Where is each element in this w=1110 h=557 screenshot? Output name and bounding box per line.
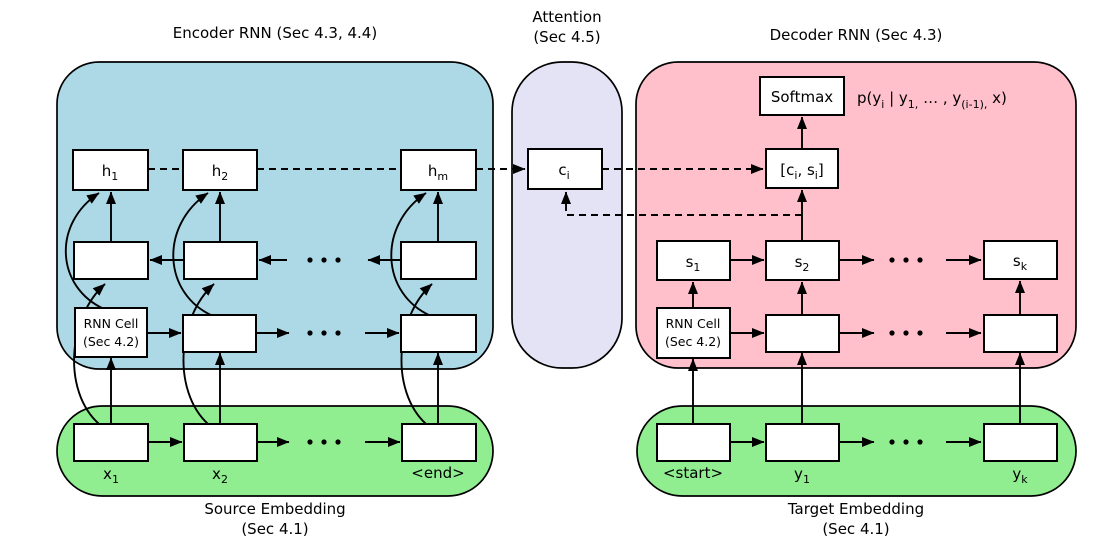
target-embedding-title-line1: Target Embedding — [787, 500, 924, 518]
y1-label: y1 — [794, 465, 810, 486]
probability-formula: p(yi | y1, … , y(i-1), x) — [857, 89, 1007, 111]
target-y1-box — [765, 423, 840, 462]
hm-label: hm — [428, 162, 448, 183]
encoder-forwardm-box — [400, 314, 477, 353]
encoder-backward1-box — [73, 241, 149, 280]
source-embedding-title-line1: Source Embedding — [204, 500, 345, 518]
decoder-region — [635, 61, 1077, 369]
encoder-h1-box — [72, 149, 149, 191]
dot — [889, 257, 895, 263]
dot — [903, 257, 909, 263]
target-embedding-title-line2: (Sec 4.1) — [822, 520, 889, 538]
dot — [917, 330, 923, 336]
source-embedding-region — [56, 405, 494, 497]
decoder-rnn-cell-label-line2: (Sec 4.2) — [665, 334, 721, 349]
decoder-s1-box — [656, 240, 731, 281]
concat-label: [ci, si] — [780, 161, 823, 182]
dash-s2-to-ci-feedback — [561, 191, 802, 216]
dot — [917, 257, 923, 263]
start-token-label: <start> — [663, 464, 723, 482]
h1-label: h1 — [102, 162, 119, 183]
dot — [335, 257, 341, 263]
arc-x2-to-backward2 — [182, 283, 215, 425]
horizontal-arrows — [147, 255, 982, 447]
softmax-label: Softmax — [771, 88, 833, 106]
target-embedding-region — [636, 405, 1077, 497]
decoder-softmax-box — [759, 76, 845, 116]
yk-label: yk — [1012, 465, 1028, 486]
encoder-backwardm-box — [400, 241, 477, 280]
encoder-h2-box — [182, 149, 258, 191]
decoder-rnn-cell-box — [656, 307, 731, 359]
source-end-box — [401, 423, 477, 462]
encoder-region — [56, 61, 494, 370]
decoder-title: Decoder RNN (Sec 4.3) — [770, 26, 943, 44]
ellipsis-dots — [307, 257, 923, 445]
source-embedding-title-line2: (Sec 4.1) — [241, 520, 308, 538]
dot — [307, 330, 313, 336]
encoder-rnn-cell-box — [74, 307, 148, 358]
x1-label: x1 — [103, 465, 119, 486]
s1-label: s1 — [686, 253, 701, 274]
dot — [307, 257, 313, 263]
dot — [889, 330, 895, 336]
encoder-rnn-cell-label-line1: RNN Cell — [84, 316, 139, 331]
attention-ci-box — [527, 148, 603, 190]
s2-label: s2 — [795, 253, 810, 274]
encoder-rnn-cell-label-line2: (Sec 4.2) — [83, 334, 139, 349]
decoder-forward2-box — [765, 314, 840, 353]
decoder-concat-box — [765, 148, 839, 189]
encoder-backward2-box — [183, 241, 258, 280]
end-token-label: <end> — [411, 464, 464, 482]
encoder-forward2-box — [182, 314, 257, 353]
dot — [903, 330, 909, 336]
dot — [903, 439, 909, 445]
decoder-forwardk-box — [983, 314, 1058, 353]
source-x1-box — [73, 423, 149, 462]
dot — [335, 330, 341, 336]
sk-label: sk — [1013, 252, 1028, 273]
dot — [889, 439, 895, 445]
dashed-links — [148, 164, 802, 216]
target-start-box — [656, 423, 731, 462]
encoder-title: Encoder RNN (Sec 4.3, 4.4) — [173, 24, 377, 42]
decoder-sk-box — [983, 240, 1058, 280]
encoder-hm-box — [400, 149, 477, 191]
dot — [321, 257, 327, 263]
dot — [917, 439, 923, 445]
h2-label: h2 — [212, 162, 229, 183]
target-yk-box — [983, 423, 1058, 462]
dot — [321, 439, 327, 445]
arc-forward1-to-h1 — [64, 192, 105, 310]
attention-title-line2: (Sec 4.5) — [533, 28, 600, 46]
ci-label: ci — [558, 161, 569, 182]
arc-xm-to-backwardm — [400, 283, 433, 425]
x2-label: x2 — [212, 465, 228, 486]
dot — [321, 330, 327, 336]
dot — [335, 439, 341, 445]
decoder-s2-box — [765, 240, 840, 281]
decoder-rnn-cell-label-line1: RNN Cell — [666, 316, 721, 331]
attention-title-line1: Attention — [532, 8, 601, 26]
dot — [307, 439, 313, 445]
source-x2-box — [183, 423, 258, 462]
